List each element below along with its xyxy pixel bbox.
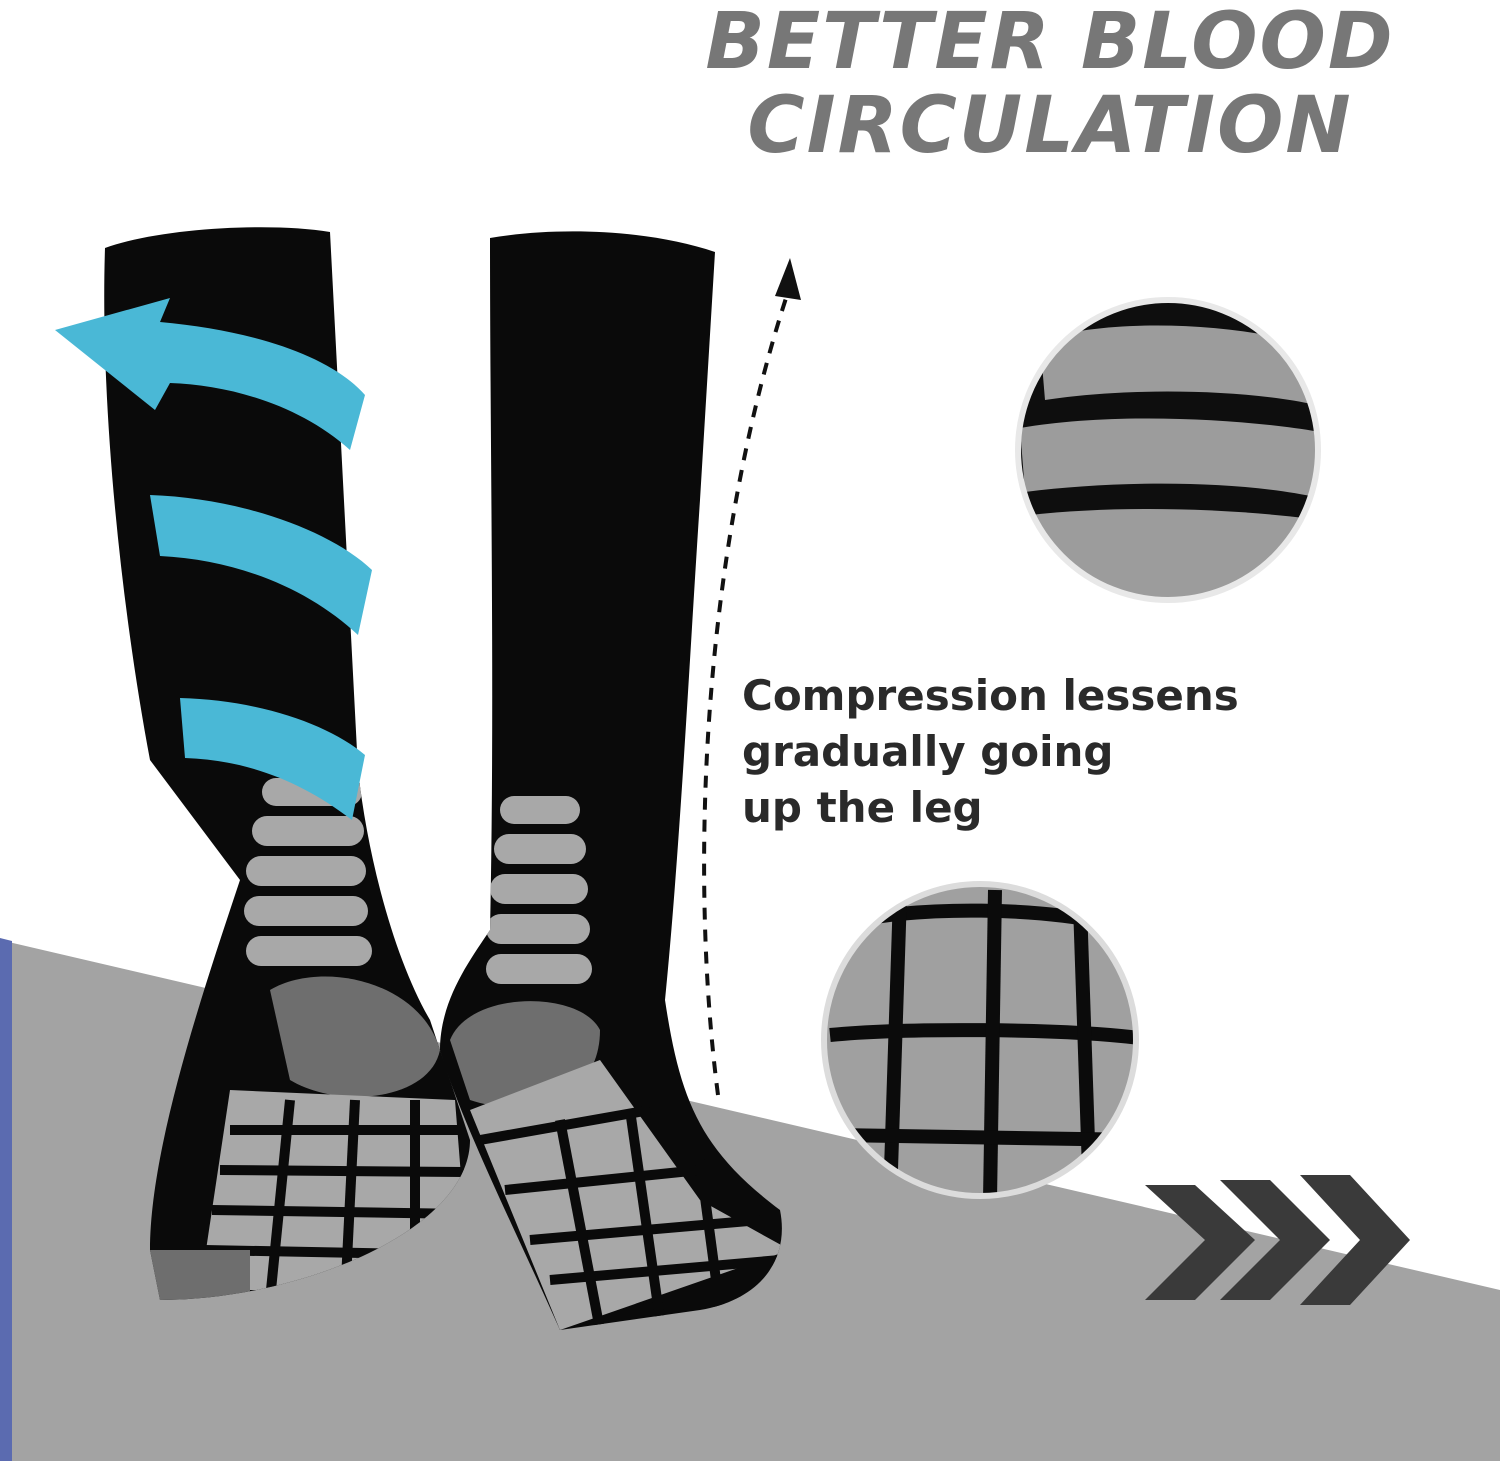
curved-arrow-icon	[55, 298, 372, 820]
top-knit-detail	[1015, 297, 1321, 603]
headline: BETTER BLOOD CIRCULATION	[620, 0, 1480, 168]
compression-caption: Compression lessens gradually going up t…	[742, 668, 1382, 836]
headline-line-1: BETTER BLOOD	[705, 0, 1395, 87]
headline-line-2: CIRCULATION	[747, 81, 1353, 171]
right-sock-pattern	[450, 796, 782, 1330]
dotted-arrow-up-icon	[702, 258, 801, 1096]
floor-edge	[0, 938, 12, 1461]
caption-line-1: Compression lessens	[742, 671, 1239, 720]
bottom-knit-detail	[821, 881, 1139, 1199]
caption-line-2: gradually going	[742, 727, 1114, 776]
triple-chevron-right-icon	[1145, 1175, 1410, 1305]
right-sock	[440, 231, 782, 1330]
caption-line-3: up the leg	[742, 783, 983, 832]
